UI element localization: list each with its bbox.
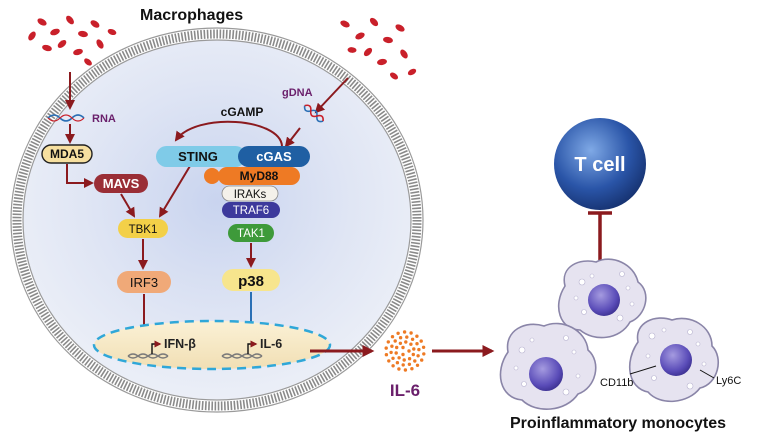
label-il6-secreted: IL-6: [390, 381, 420, 400]
ly6c-pointer: [699, 369, 715, 379]
nucleus: [92, 319, 332, 371]
arrow-mavs-to-tbk1: [120, 193, 136, 218]
mda5-node: [41, 144, 93, 164]
myd88-adaptor-dot: [204, 168, 220, 184]
sting-node: [156, 146, 246, 167]
label-cd11b: CD11b: [600, 377, 633, 389]
title-macrophages: Macrophages: [140, 7, 243, 24]
ifnb-gene-icon: [127, 340, 169, 359]
mavs-node: [94, 174, 148, 193]
monocyte-right: [629, 317, 720, 403]
label-rna: RNA: [92, 113, 116, 125]
cgas-node: [238, 146, 310, 167]
label-il6-gene: IL-6: [260, 337, 282, 351]
label-tak1: TAK1: [237, 228, 265, 240]
label-mda5: MDA5: [50, 147, 84, 161]
label-sting: STING: [178, 149, 218, 164]
t-cell: [554, 118, 646, 210]
label-p38: p38: [238, 273, 264, 290]
dna-helix-icon: [303, 104, 324, 123]
arrow-rbc-to-gdna: [314, 77, 349, 114]
arrow-mda5-to-mavs: [66, 164, 94, 188]
label-mavs: MAVS: [103, 176, 140, 191]
monocyte-left: [499, 322, 597, 410]
arrow-cgamp-loop: [174, 120, 283, 147]
arrow-sting-to-tbk1: [158, 165, 191, 218]
label-tbk1: TBK1: [129, 224, 158, 236]
label-irf3: IRF3: [130, 275, 158, 290]
label-cgas: cGAS: [256, 149, 292, 164]
tak1-node: [228, 224, 274, 242]
label-monocytes: Proinflammatory monocytes: [510, 415, 726, 432]
rbc-cluster-right: [340, 17, 417, 80]
label-myd88: MyD88: [240, 169, 279, 183]
rbc-cluster-left: [28, 15, 117, 66]
tbk1-node: [118, 219, 168, 238]
myd88-node: [218, 167, 300, 185]
label-ifnb: IFN-β: [164, 337, 196, 351]
monocyte-vesicles: [513, 271, 707, 396]
label-cgamp: cGAMP: [221, 105, 264, 119]
label-t-cell: T cell: [574, 154, 625, 176]
iraks-node: [221, 185, 279, 202]
p38-node: [222, 269, 280, 291]
rna-strand-icon: [47, 114, 85, 122]
label-gdna: gDNA: [282, 87, 313, 99]
traf6-node: [222, 202, 280, 218]
il6-gene-icon: [221, 340, 263, 359]
label-ly6c: Ly6C: [716, 375, 741, 387]
label-iraks: IRAKs: [234, 189, 267, 201]
monocyte-top: [557, 258, 647, 339]
label-traf6: TRAF6: [233, 205, 269, 217]
irf3-node: [117, 271, 171, 293]
macrophage-cell: [10, 27, 424, 413]
il6-particles-icon: [384, 330, 426, 372]
arrow-gdna-to-cgas: [284, 127, 301, 148]
cd11b-pointer: [629, 365, 657, 375]
